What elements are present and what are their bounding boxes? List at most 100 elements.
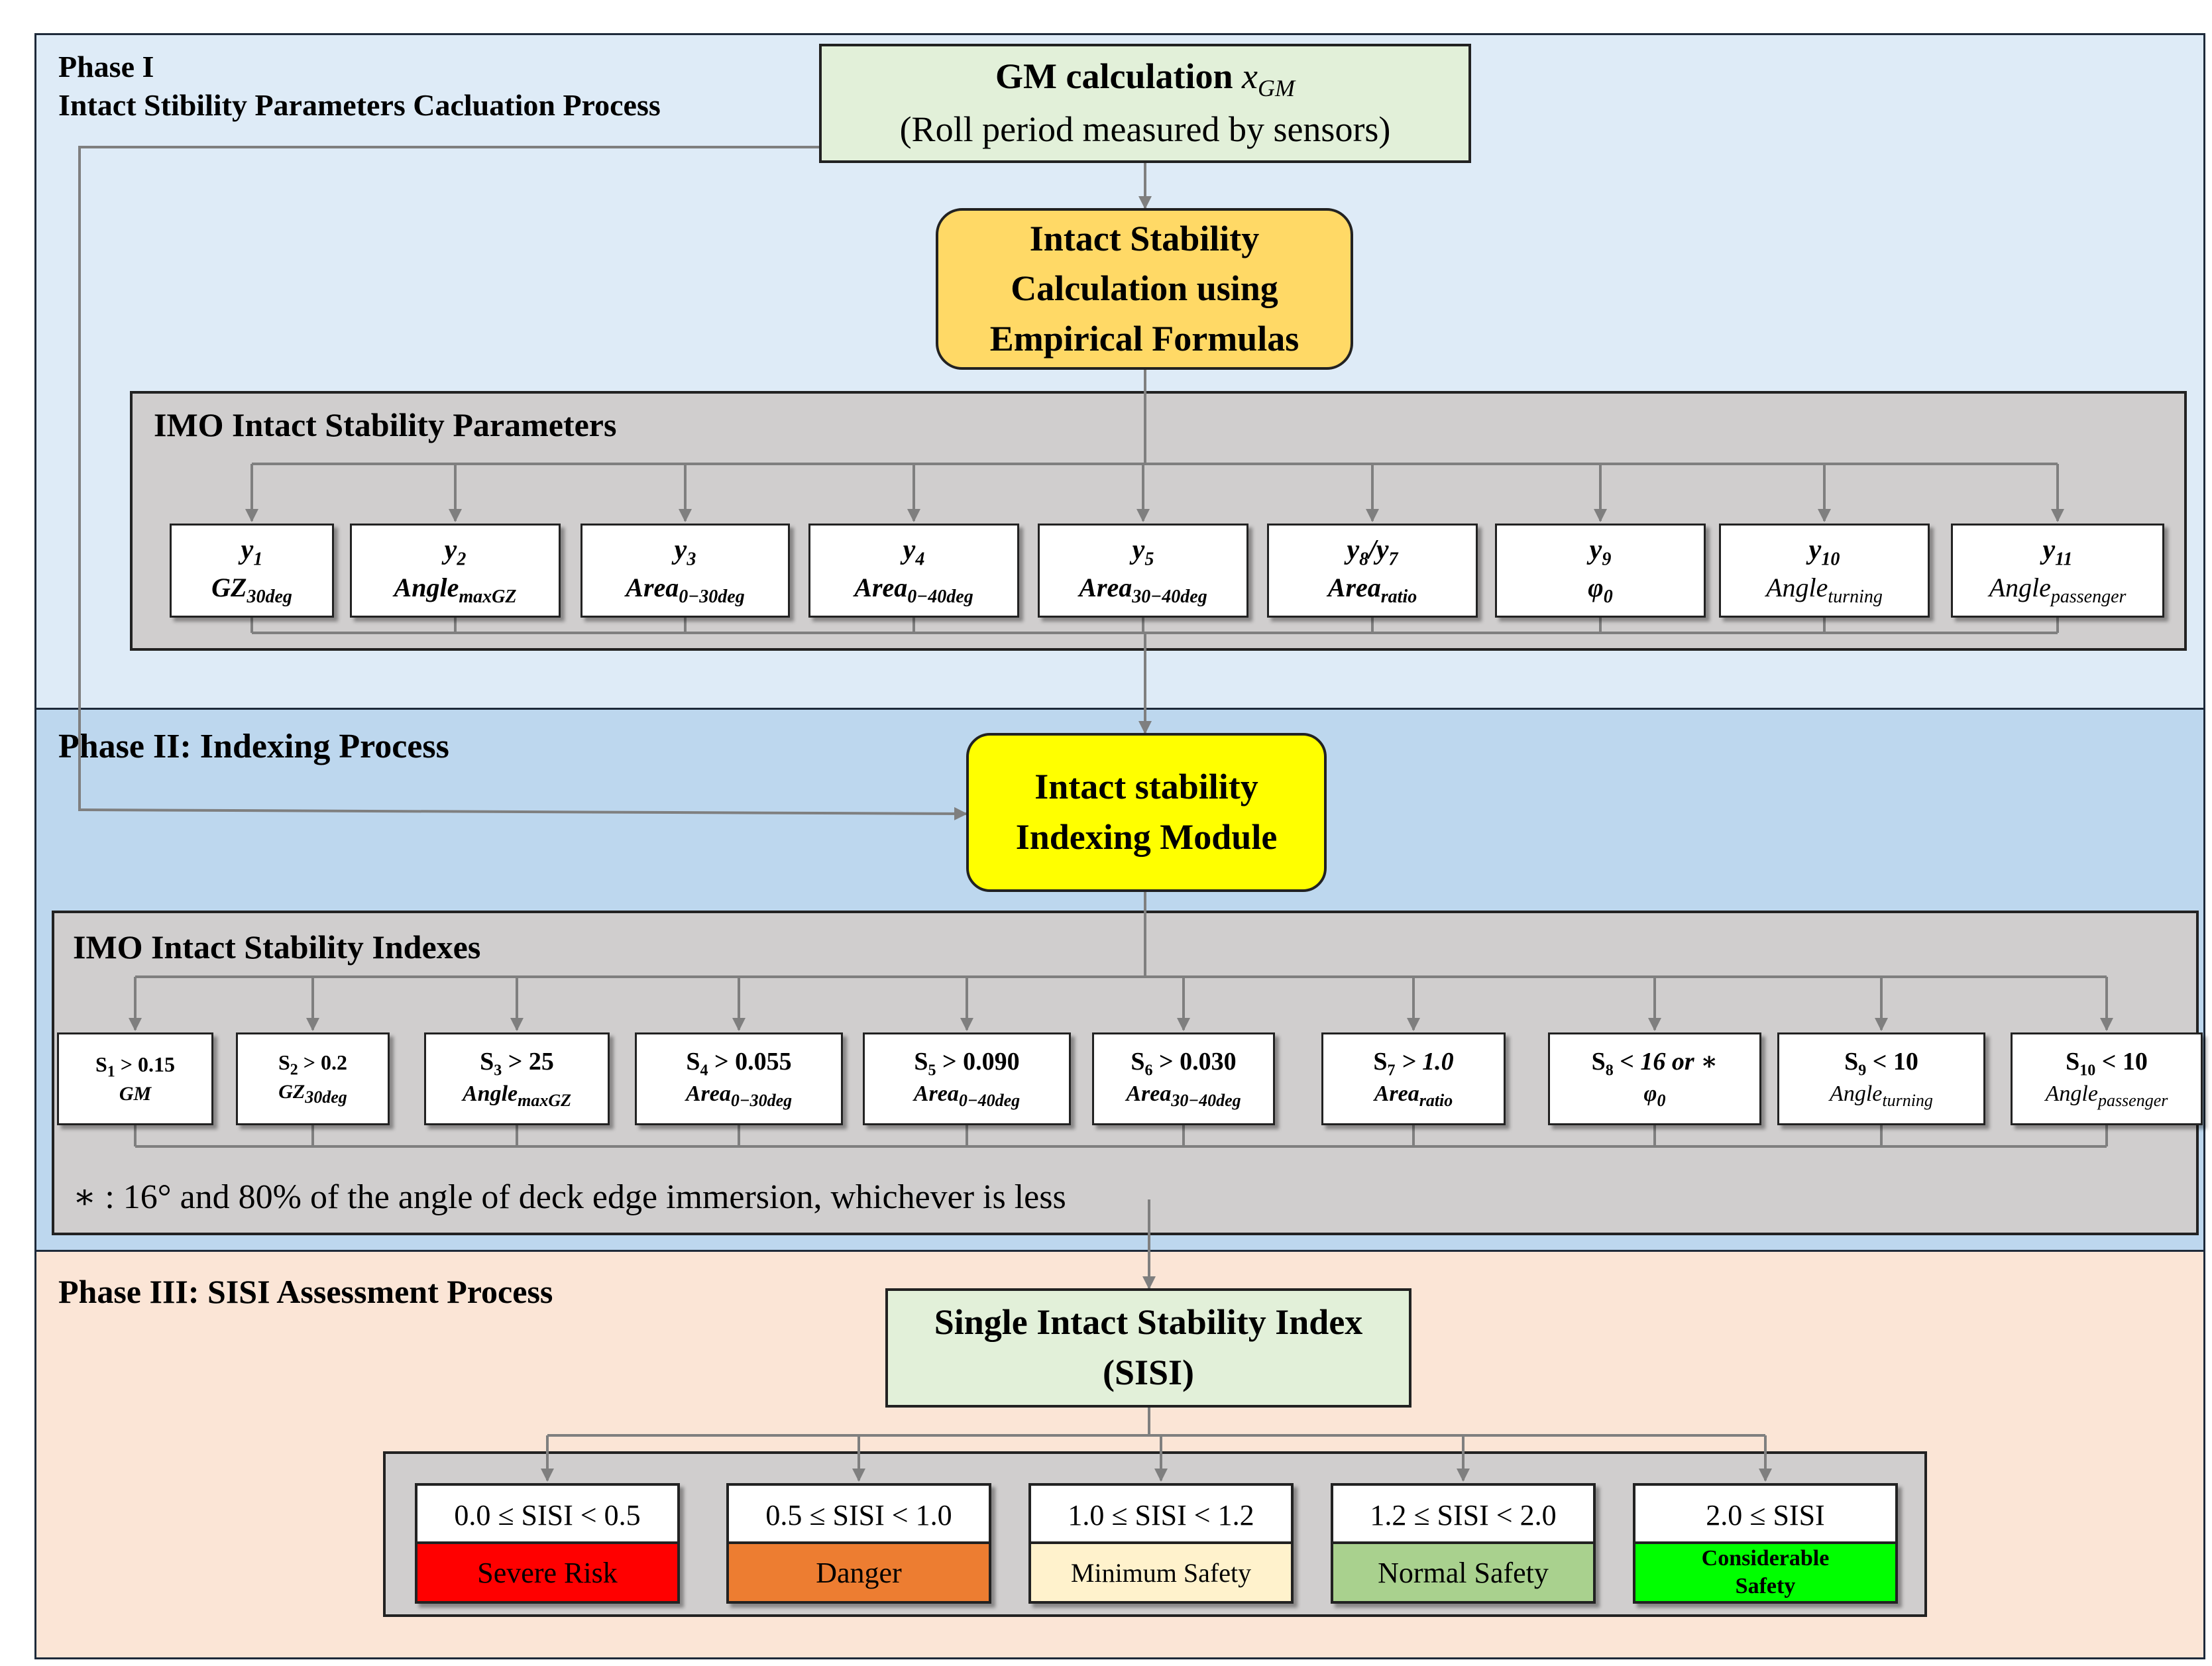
- parameter-var: y: [1347, 535, 1360, 566]
- index-condition: S3 > 25: [480, 1046, 554, 1081]
- parameter-var-sub: 11: [2055, 549, 2073, 570]
- index-condition: S1 > 0.15: [95, 1051, 175, 1082]
- index-symbol: S: [278, 1050, 290, 1075]
- phase1-title-line2: Intact Stibility Parameters Cacluation P…: [58, 87, 661, 122]
- parameter-variable: y11: [2042, 533, 2072, 571]
- parameter-name-sub: passenger: [2050, 586, 2127, 607]
- sisi-level-label: Danger: [729, 1541, 989, 1601]
- empirical-line3: Empirical Formulas: [989, 318, 1300, 359]
- index-condition: S4 > 0.055: [686, 1046, 791, 1081]
- sisi-level-range: 2.0 ≤ SISI: [1706, 1498, 1825, 1531]
- index-parameter: Angleturning: [1830, 1080, 1933, 1111]
- parameter-name-main: Area: [1327, 572, 1381, 602]
- parameter-name-main: Angle: [394, 572, 459, 602]
- sisi-level-range: 1.2 ≤ SISI < 2.0: [1370, 1498, 1557, 1531]
- index-symbol: S: [1844, 1047, 1859, 1076]
- index-threshold: < 10: [1866, 1047, 1918, 1076]
- parameter-name-main: φ: [1588, 572, 1604, 602]
- gm-calculation-title: GM calculation: [995, 56, 1233, 97]
- index-condition: S10 < 10: [2066, 1046, 2148, 1081]
- index-parameter-sub: 0−40deg: [958, 1090, 1021, 1110]
- index-parameter-sub: maxGZ: [518, 1090, 571, 1110]
- parameter-var: y: [241, 535, 254, 566]
- index-symbol: S: [1373, 1047, 1388, 1076]
- gm-bypass-connector: [78, 146, 968, 820]
- sisi-level-range: 0.5 ≤ SISI < 1.0: [765, 1498, 952, 1531]
- parameter-var-sub: 8: [1359, 549, 1369, 570]
- index-threshold: > 0.090: [936, 1047, 1020, 1076]
- index-threshold: > 25: [502, 1047, 554, 1076]
- parameter-variable: y3: [675, 533, 696, 571]
- index-symbol-sub: 2: [290, 1061, 298, 1079]
- index-parameter-name: GZ: [278, 1081, 305, 1103]
- index-parameter: Anglepassenger: [2046, 1080, 2168, 1111]
- parameter-var: y: [1132, 535, 1145, 566]
- index-threshold: > 0.055: [708, 1047, 792, 1076]
- parameter-var-sub: 9: [1602, 549, 1612, 570]
- index-symbol: S: [1591, 1047, 1606, 1076]
- sisi-level-label: Considerable Safety: [1635, 1541, 1895, 1601]
- index-parameter-name: Angle: [2045, 1082, 2098, 1107]
- parameter-name-sub: ratio: [1380, 586, 1417, 607]
- parameter-name-sub: maxGZ: [459, 586, 517, 607]
- parameter-var-sub: 2: [457, 549, 467, 570]
- parameter-variable: y5: [1133, 533, 1154, 571]
- index-symbol: S: [686, 1047, 700, 1076]
- parameter-name-main: Area: [854, 572, 908, 602]
- parameter-name-sub: 0−30deg: [679, 586, 745, 607]
- index-parameter-sub: ratio: [1419, 1090, 1453, 1110]
- index-symbol: S: [2066, 1047, 2080, 1076]
- parameter-var-sub: 1: [253, 549, 263, 570]
- parameter-variable: y9: [1590, 533, 1612, 571]
- index-threshold: > 0.2: [298, 1050, 348, 1075]
- index-parameter-name: φ: [1643, 1082, 1657, 1107]
- index-parameter-sub: 30−40deg: [1171, 1090, 1241, 1110]
- parameter-var-sub: 5: [1144, 549, 1154, 570]
- empirical-line2: Calculation using: [1011, 268, 1278, 309]
- connectors-phase1: [245, 370, 2064, 634]
- index-parameter-sub: 0: [1657, 1090, 1666, 1110]
- gm-calculation-subtitle: (Roll period measured by sensors): [899, 109, 1391, 150]
- parameter-name: GZ30deg: [211, 571, 292, 608]
- index-symbol-sub: 8: [1605, 1062, 1614, 1080]
- sisi-line2: (SISI): [1102, 1353, 1195, 1392]
- parameter-name-sub: 30−40deg: [1132, 586, 1207, 607]
- index-symbol-sub: 10: [2079, 1062, 2096, 1080]
- index-symbol-sub: 6: [1144, 1062, 1153, 1080]
- parameter-name-sub: 30deg: [247, 586, 292, 607]
- parameter-name: Angleturning: [1766, 571, 1883, 608]
- parameter-name-main: Area: [1079, 572, 1133, 602]
- parameter-name-sub: 0: [1603, 586, 1613, 607]
- index-threshold: > 0.030: [1152, 1047, 1237, 1076]
- parameter-name: AnglemaxGZ: [394, 571, 517, 608]
- phase3-title: Phase III: SISI Assessment Process: [58, 1273, 553, 1310]
- parameter-name-main: Angle: [1766, 572, 1828, 602]
- index-condition: S8 < 16 or ∗: [1592, 1046, 1718, 1081]
- connectors-phase3: [541, 1408, 1772, 1482]
- empirical-formulas-box: Intact Stability Calculation using Empir…: [936, 208, 1353, 370]
- empirical-line1: Intact Stability: [1029, 218, 1260, 258]
- parameter-name-sub: 0−40deg: [907, 586, 973, 607]
- sisi-level-label: Severe Risk: [417, 1541, 677, 1601]
- index-condition: S9 < 10: [1844, 1046, 1918, 1081]
- gm-calculation-box: GM calculation xGM (Roll period measured…: [819, 44, 1471, 163]
- connectors-phase2: [129, 892, 2113, 1148]
- parameter-var: y: [444, 535, 457, 566]
- index-condition: S2 > 0.2: [278, 1049, 347, 1080]
- sisi-line1: Single Intact Stability Index: [934, 1302, 1363, 1343]
- indexing-module-line1: Intact stability: [1034, 767, 1258, 807]
- sisi-level-5: 2.0 ≤ SISI Considerable Safety: [1633, 1483, 1898, 1604]
- index-parameter: Arearatio: [1374, 1080, 1453, 1111]
- sisi-level-range: 1.0 ≤ SISI < 1.2: [1068, 1498, 1254, 1531]
- parameter-var: y: [903, 535, 916, 566]
